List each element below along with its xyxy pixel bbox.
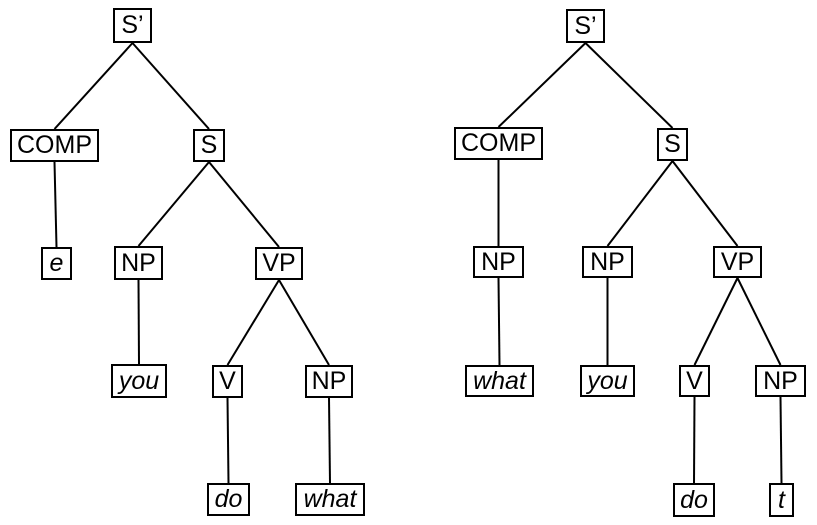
tree-edge-v-do [226,397,230,484]
tree-node-v: V [679,365,710,397]
tree-node-v: V [212,365,243,398]
tree-edge-np1-you [137,279,140,365]
tree-edge-vp-np2 [278,279,330,366]
tree-node-do: do [207,483,250,516]
tree-node-what: what [465,365,534,397]
tree-edge-sbar-s [131,42,210,130]
tree-node-np2: NP [305,365,353,398]
tree-node-you: you [580,365,635,397]
tree-node-np1: NP [582,246,633,278]
tree-edge-sbar-s [584,42,674,129]
tree-node-np2: NP [755,365,806,397]
tree-node-you: you [111,364,167,398]
tree-edge-s-vp [208,161,280,248]
tree-node-vp: VP [713,246,762,278]
tree-edge-vp-v [693,277,739,366]
tree-node-do: do [673,483,715,517]
tree-edge-np2-t [779,396,783,484]
tree-node-vp: VP [255,247,303,280]
tree-node-comp: COMP [454,127,543,160]
tree-edge-np0-what [497,277,501,366]
tree-edge-vp-v [226,279,280,366]
tree-edge-vp-np2 [736,277,782,366]
tree-edge-s-np1 [137,161,210,247]
tree-node-s: S [193,129,225,162]
tree-edge-s-vp [671,160,739,247]
tree-node-what: what [295,483,365,516]
tree-node-sbar: S’ [566,9,605,43]
tree-edge-s-np1 [606,160,674,247]
tree-node-comp: COMP [10,129,99,162]
tree-edge-v-do [693,396,696,484]
tree-node-e: e [41,247,72,280]
tree-node-np0: NP [473,246,524,278]
tree-node-np1: NP [114,246,163,280]
tree-edge-sbar-comp [53,42,134,130]
tree-edge-comp-e [53,161,58,248]
tree-node-sbar: S’ [113,8,152,43]
tree-edge-np2-what [328,397,331,484]
tree-node-t: t [769,483,794,517]
tree-node-s: S [657,128,688,161]
tree-edge-sbar-comp [497,42,587,128]
